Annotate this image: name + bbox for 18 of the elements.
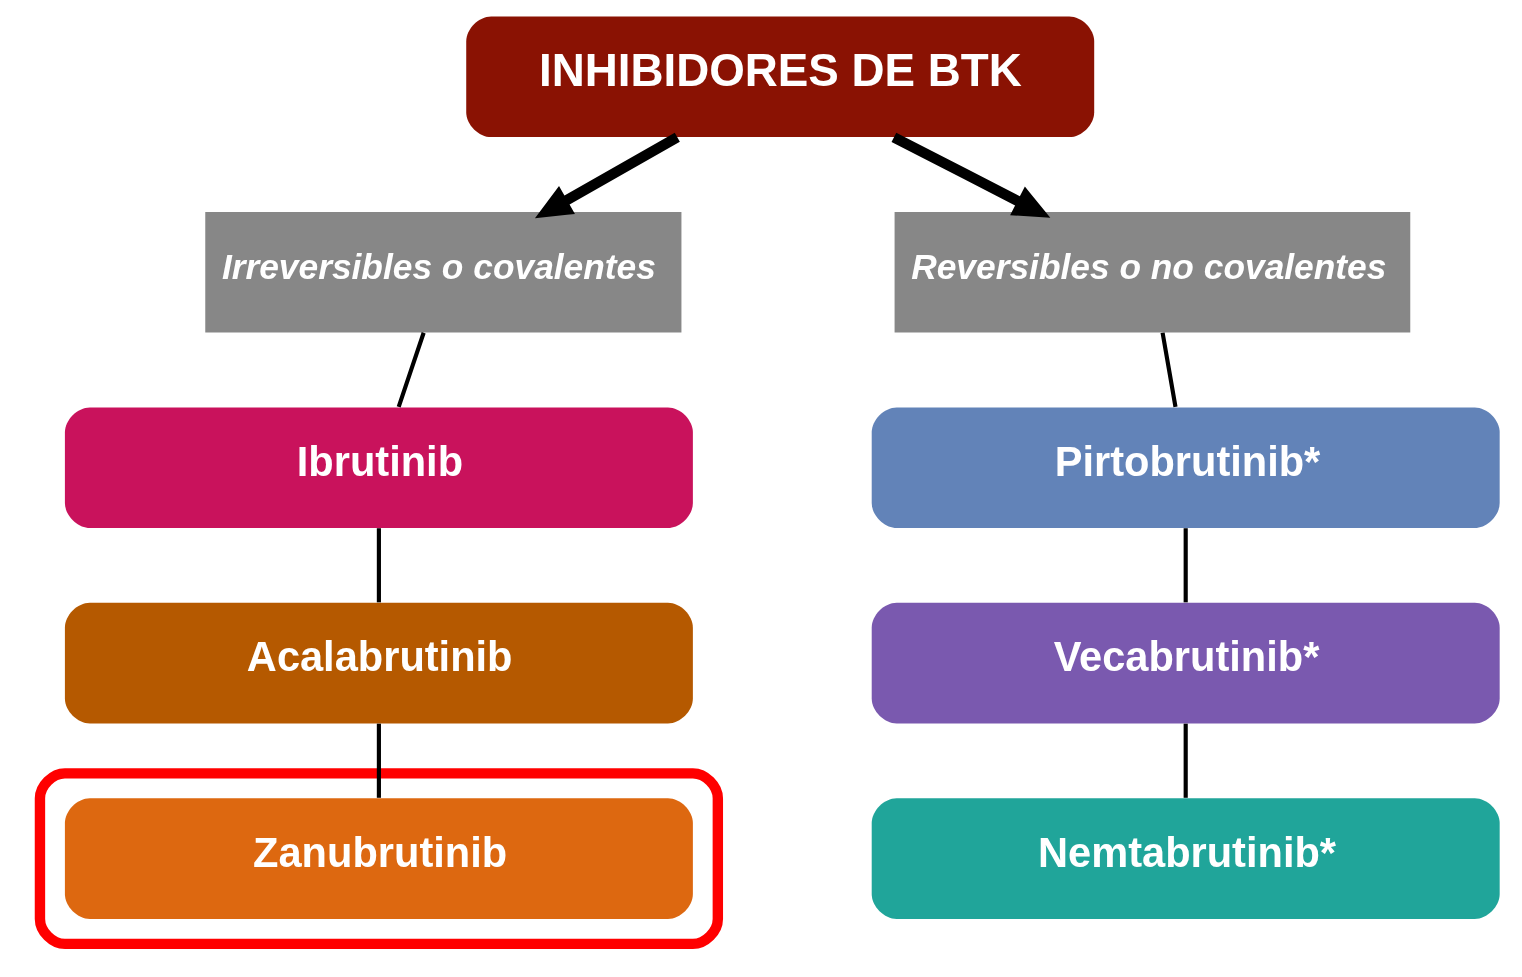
connector (1183, 528, 1188, 603)
node-box: INHIBIDORES DE BTK (465, 16, 1094, 138)
connector (1160, 332, 1178, 408)
connector (1183, 723, 1188, 798)
node-box: Vecabrutinib* (871, 602, 1500, 724)
arrow (534, 132, 680, 219)
node-box: Zanubrutinib (64, 798, 693, 919)
connector (396, 332, 426, 408)
connector (376, 528, 381, 603)
node-box: Pirtobrutinib* (871, 407, 1500, 528)
node-box: Irreversibles o covalentes (204, 211, 681, 333)
node-box: Acalabrutinib (64, 602, 693, 724)
node-box: Reversibles o no covalentes (894, 211, 1410, 333)
connector (376, 723, 381, 798)
cluster (34, 768, 723, 950)
node-box: Ibrutinib (64, 407, 693, 528)
arrow (891, 132, 1050, 218)
node-box: Nemtabrutinib* (871, 798, 1500, 919)
